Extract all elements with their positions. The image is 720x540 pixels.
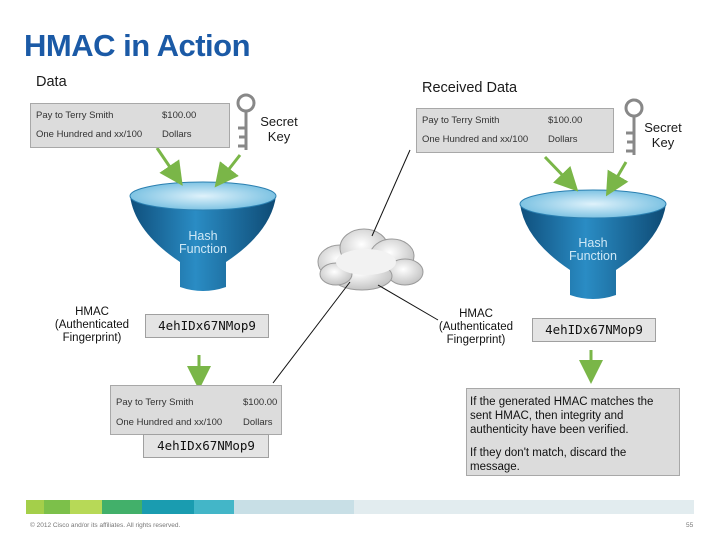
right-funnel-shape [519, 189, 667, 299]
data-row-2-value: Dollars [162, 129, 192, 140]
data-row-1-value: $100.00 [162, 110, 197, 121]
network-cloud [317, 228, 424, 291]
footer-bar [26, 500, 694, 514]
received-row-1-text: Pay to Terry Smith [422, 115, 500, 126]
left-key-icon [236, 93, 256, 150]
combined-box [110, 385, 282, 435]
combined-hmac-value: 4ehIDx67NMop9 [143, 434, 269, 458]
arrow-received-to-funnel [543, 155, 579, 192]
right-hash-function-label: Hash Function [569, 236, 617, 263]
left-hmac-value: 4ehIDx67NMop9 [145, 314, 269, 338]
right-hmac-label: HMAC (Authenticated Fingerprint) [438, 308, 514, 346]
right-key-icon [624, 98, 644, 155]
combined-row-2-text: One Hundred and xx/100 [116, 417, 223, 428]
link-combined-to-cloud [272, 281, 351, 384]
footer-page-number: 55 [686, 522, 694, 529]
received-row-1-value: $100.00 [548, 115, 583, 126]
received-row-2-value: Dollars [548, 134, 578, 145]
combined-row-1-text: Pay to Terry Smith [116, 397, 194, 408]
link-cloud-to-hmac [377, 284, 439, 321]
combined-row-2-value: Dollars [243, 417, 273, 428]
data-heading: Data [36, 74, 67, 90]
left-secret-key-label: Secret Key [260, 114, 298, 144]
received-data-box [416, 108, 614, 153]
left-hash-function-label: Hash Function [179, 229, 227, 256]
data-row-2-text: One Hundred and xx/100 [36, 129, 143, 140]
arrow-rkey-to-funnel [605, 161, 629, 197]
verification-note-match: If the generated HMAC matches the sent H… [470, 396, 654, 436]
data-box [30, 103, 230, 148]
arrow-data-to-funnel [155, 147, 183, 186]
verification-note-box [466, 388, 680, 476]
link-cloud-to-received [371, 149, 411, 237]
combined-row-1-value: $100.00 [243, 397, 278, 408]
slide-title: HMAC in Action [24, 28, 251, 63]
right-hmac-value: 4ehIDx67NMop9 [532, 318, 656, 342]
footer-copyright: © 2012 Cisco and/or its affiliates. All … [30, 522, 181, 529]
arrow-key-to-funnel [214, 154, 242, 188]
received-row-2-text: One Hundred and xx/100 [422, 134, 529, 145]
right-secret-key-label: Secret Key [644, 120, 682, 150]
received-data-heading: Received Data [422, 80, 518, 96]
verification-note-mismatch: If they don't match, discard the message… [470, 447, 627, 473]
left-funnel-shape [129, 181, 277, 291]
left-hmac-label: HMAC (Authenticated Fingerprint) [54, 306, 130, 344]
data-row-1-text: Pay to Terry Smith [36, 110, 114, 121]
